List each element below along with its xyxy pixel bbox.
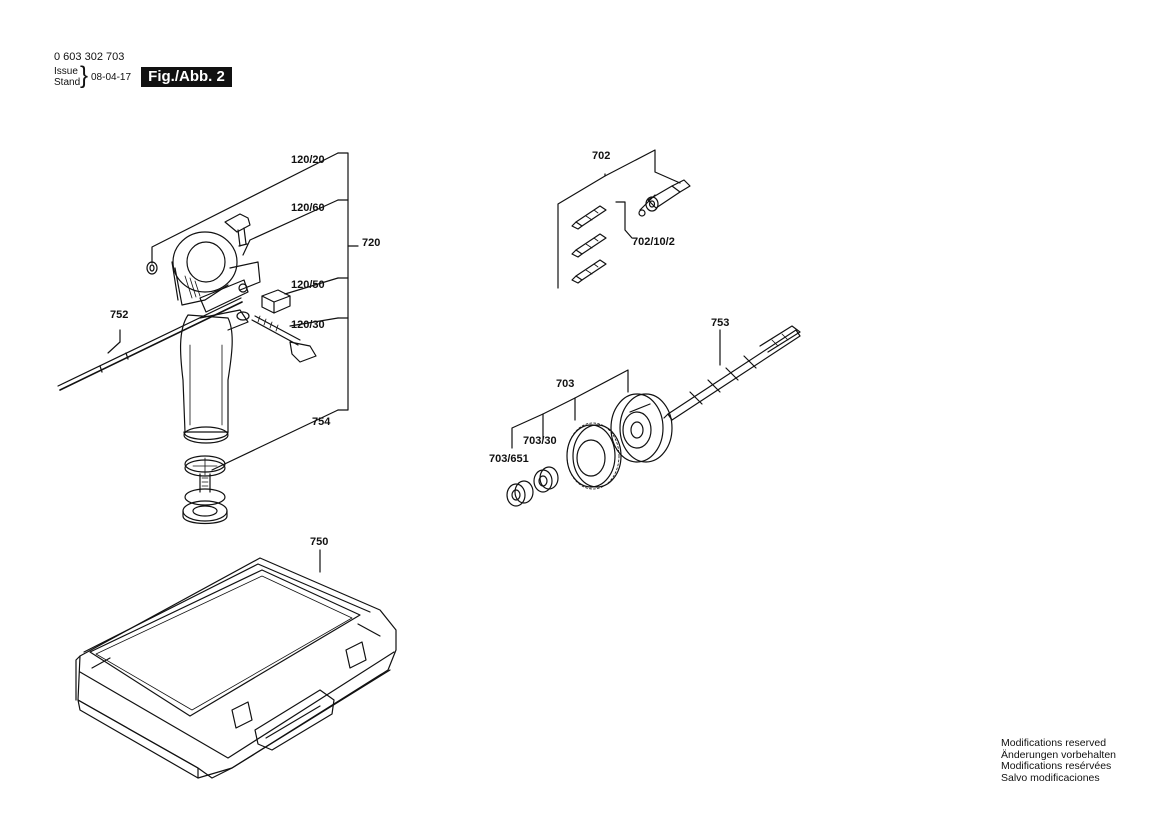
callout-120-50: 120/50 [291,279,325,291]
part-number: 0 603 302 703 [54,51,125,63]
callout-120-20: 120/20 [291,154,325,166]
note-line-de: Änderungen vorbehalten [1001,748,1117,761]
callout-120-60: 120/60 [291,202,325,214]
callout-labels: 120/20 120/60 120/50 120/30 720 752 754 … [110,150,729,548]
callout-752: 752 [110,309,128,321]
note-line-es: Salvo modificaciones [1001,771,1100,784]
callout-702: 702 [592,150,610,162]
callout-750: 750 [310,536,328,548]
callout-703-30: 703/30 [523,435,557,447]
screwdriver-bit-set [557,149,691,289]
stand-label: Stand [54,77,81,88]
callout-753: 753 [711,317,729,329]
modifications-notice: Modifications reserved Änderungen vorbeh… [1001,737,1117,784]
issue-label: Issue [54,66,78,77]
chuck-adapter-set [506,369,673,507]
callout-120-30: 120/30 [291,319,325,331]
callout-703: 703 [556,378,574,390]
callout-720: 720 [362,237,380,249]
issue-date: 08-04-17 [91,72,132,83]
callout-703-651: 703/651 [489,453,529,465]
note-line-fr: Modifications resérvées [1001,760,1112,772]
brace-glyph: } [80,62,89,89]
note-line-en: Modifications reserved [1001,737,1107,749]
carrying-case [75,549,397,779]
callout-754: 754 [312,416,331,428]
callout-702-10-2: 702/10/2 [632,236,675,248]
figure-badge: Fig./Abb. 2 [141,67,232,87]
sds-drill-bit [663,325,801,421]
auxiliary-handle-assembly [57,152,359,525]
